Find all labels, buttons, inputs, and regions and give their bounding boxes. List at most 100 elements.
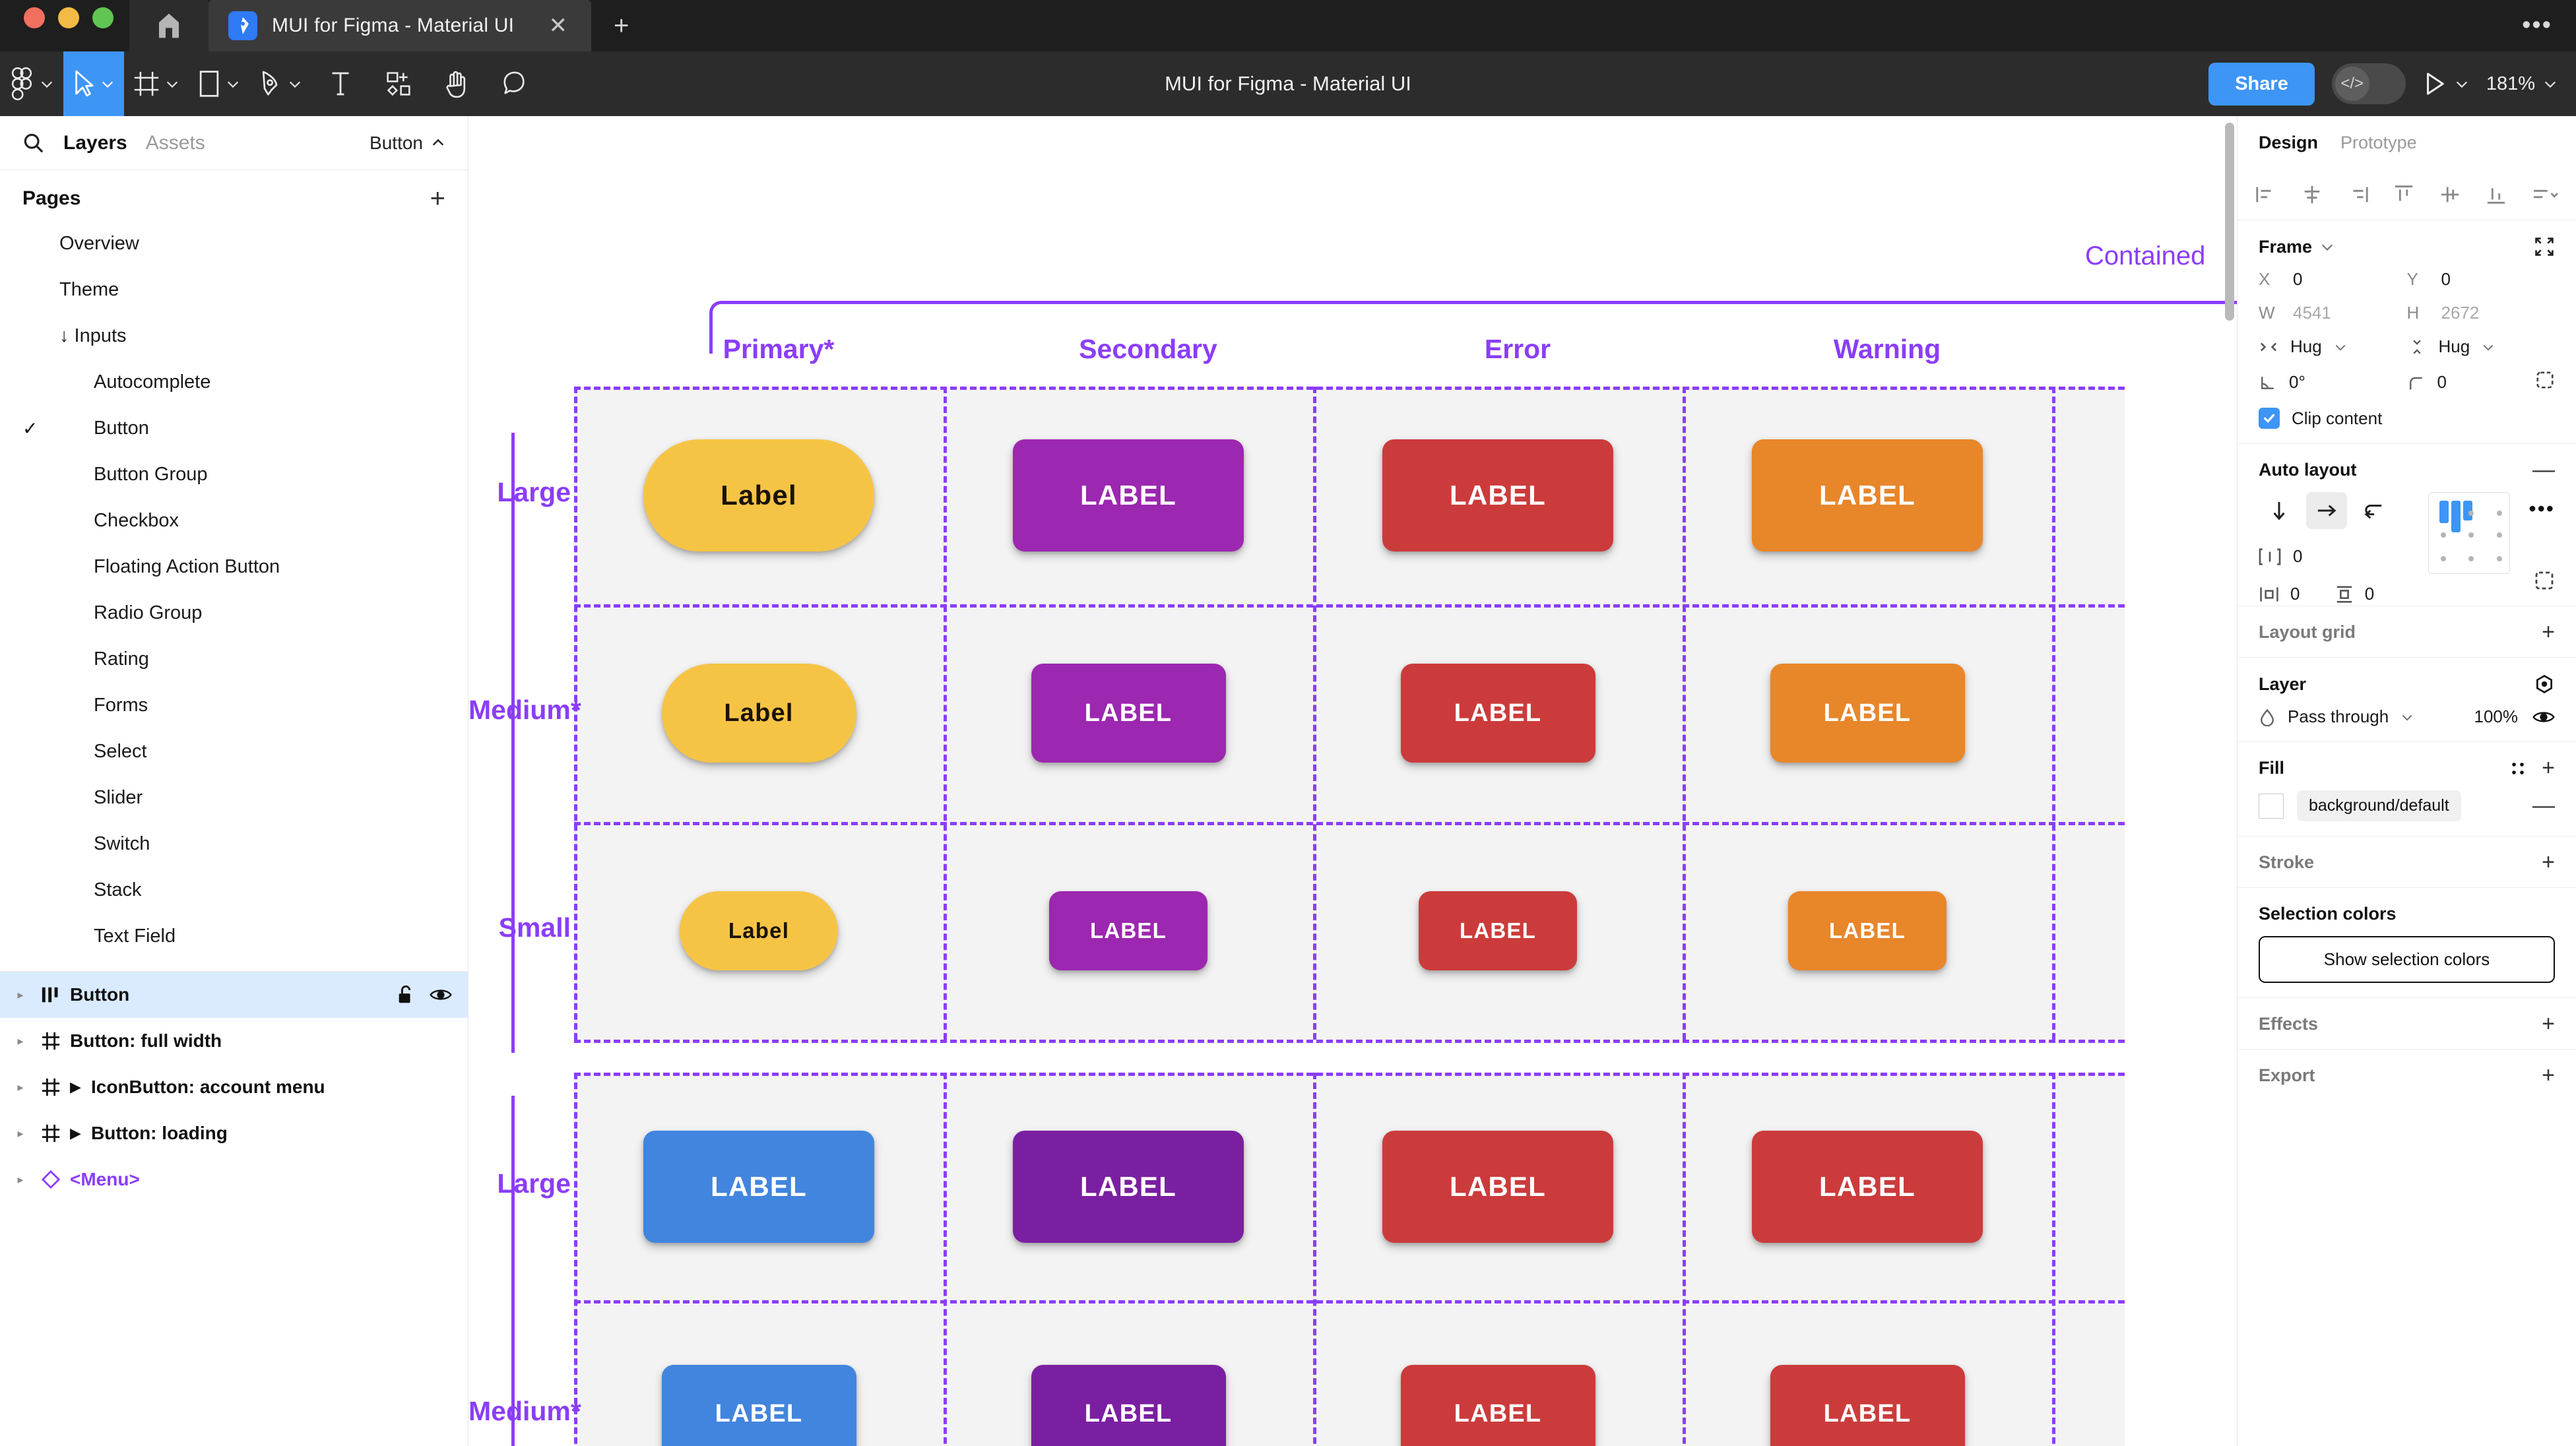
add-effect-button[interactable]: +: [2542, 1011, 2555, 1036]
direction-vertical-button[interactable]: [2259, 492, 2300, 529]
add-stroke-button[interactable]: +: [2542, 849, 2555, 875]
material-button[interactable]: LABEL: [1400, 1364, 1595, 1446]
add-export-button[interactable]: +: [2542, 1062, 2555, 1088]
minimize-window-button[interactable]: [58, 7, 79, 28]
independent-corners-icon[interactable]: [2535, 370, 2555, 390]
material-button[interactable]: LABEL: [1049, 891, 1208, 970]
comment-tool-icon[interactable]: [486, 51, 544, 116]
padding-horizontal-field[interactable]: 0: [2259, 584, 2334, 604]
pen-tool-icon[interactable]: [249, 51, 311, 116]
page-item[interactable]: Theme: [0, 267, 468, 313]
fill-style-name[interactable]: background/default: [2297, 790, 2461, 821]
align-top-icon[interactable]: [2393, 183, 2415, 206]
canvas-scrollbar[interactable]: [2225, 123, 2234, 321]
expand-caret-icon[interactable]: ▸: [17, 1172, 24, 1186]
show-selection-colors-button[interactable]: Show selection colors: [2259, 936, 2555, 983]
material-button[interactable]: LABEL: [1400, 664, 1595, 763]
page-selector[interactable]: Button: [370, 133, 445, 154]
browser-menu-icon[interactable]: •••: [2522, 11, 2552, 39]
material-button[interactable]: LABEL: [1031, 664, 1226, 763]
page-item[interactable]: Rating: [0, 636, 468, 682]
align-bottom-icon[interactable]: [2485, 183, 2507, 206]
page-item[interactable]: Text Field: [0, 913, 468, 959]
layer-row[interactable]: ▸Button: [0, 972, 468, 1018]
align-horizontal-center-icon[interactable]: [2301, 183, 2323, 206]
window-controls[interactable]: [0, 0, 129, 51]
auto-layout-more-button[interactable]: •••: [2528, 497, 2555, 520]
tab-design[interactable]: Design: [2259, 132, 2319, 152]
tab-assets[interactable]: Assets: [145, 131, 205, 154]
blend-mode-field[interactable]: Pass through: [2259, 707, 2474, 727]
hand-tool-icon[interactable]: [428, 51, 486, 116]
material-button[interactable]: LABEL: [1013, 1130, 1244, 1243]
y-field[interactable]: Y 0: [2407, 269, 2556, 290]
page-item[interactable]: ✓Button: [0, 405, 468, 451]
padding-vertical-field[interactable]: 0: [2334, 584, 2410, 604]
expand-caret-icon[interactable]: ▸: [17, 988, 24, 1001]
auto-layout-alignment-pad[interactable]: [2428, 492, 2511, 574]
page-item[interactable]: Checkbox: [0, 497, 468, 544]
tab-layers[interactable]: Layers: [63, 131, 127, 154]
remove-auto-layout-button[interactable]: —: [2532, 457, 2555, 482]
zoom-level-selector[interactable]: 181%: [2486, 73, 2558, 95]
present-button[interactable]: [2423, 71, 2469, 96]
fill-styles-icon[interactable]: [2509, 759, 2527, 778]
page-item[interactable]: Switch: [0, 821, 468, 867]
add-layout-grid-button[interactable]: +: [2542, 619, 2555, 644]
nested-expand-icon[interactable]: ▶: [70, 1125, 81, 1141]
material-button[interactable]: LABEL: [1013, 439, 1244, 551]
material-button[interactable]: LABEL: [643, 1130, 874, 1243]
layer-row[interactable]: ▸▶Button: loading: [0, 1110, 468, 1156]
material-button[interactable]: LABEL: [1788, 891, 1947, 970]
corner-radius-field[interactable]: 0: [2407, 370, 2556, 394]
frame-tool-icon[interactable]: [124, 51, 189, 116]
close-window-button[interactable]: [24, 7, 45, 28]
figma-menu-icon[interactable]: [0, 51, 63, 116]
material-button[interactable]: LABEL: [1382, 1130, 1613, 1243]
material-button[interactable]: LABEL: [1770, 1364, 1965, 1446]
direction-horizontal-button[interactable]: [2306, 492, 2347, 529]
material-button[interactable]: LABEL: [661, 1364, 856, 1446]
align-left-icon[interactable]: [2255, 183, 2277, 206]
search-icon[interactable]: [22, 132, 45, 154]
width-field[interactable]: W 4541: [2259, 303, 2407, 323]
nested-expand-icon[interactable]: ▶: [70, 1079, 81, 1095]
page-item[interactable]: Button Group: [0, 451, 468, 497]
page-item[interactable]: Select: [0, 728, 468, 774]
material-button[interactable]: LABEL: [1770, 664, 1965, 763]
add-page-button[interactable]: +: [430, 184, 445, 213]
page-item[interactable]: Autocomplete: [0, 359, 468, 405]
close-tab-icon[interactable]: ✕: [548, 13, 568, 38]
align-vertical-center-icon[interactable]: [2439, 183, 2461, 206]
layer-row[interactable]: ▸Button: full width: [0, 1018, 468, 1064]
rotation-field[interactable]: 0°: [2259, 372, 2407, 393]
material-button[interactable]: LABEL: [1752, 439, 1983, 551]
material-button[interactable]: LABEL: [1752, 1130, 1983, 1243]
layer-row[interactable]: ▸▶IconButton: account menu: [0, 1064, 468, 1110]
independent-padding-icon[interactable]: [2534, 570, 2555, 591]
visibility-icon[interactable]: [430, 986, 452, 1003]
height-field[interactable]: H 2672: [2407, 303, 2556, 323]
move-tool-icon[interactable]: [63, 51, 124, 116]
page-item[interactable]: Radio Group: [0, 590, 468, 636]
chevron-down-icon[interactable]: [2320, 239, 2334, 254]
material-button[interactable]: Label: [680, 891, 838, 970]
width-mode-field[interactable]: Hug: [2259, 336, 2407, 357]
page-item[interactable]: Floating Action Button: [0, 544, 468, 590]
height-mode-field[interactable]: Hug: [2407, 336, 2556, 357]
page-item[interactable]: Stack: [0, 867, 468, 913]
page-item[interactable]: Overview: [0, 220, 468, 267]
resize-to-fit-icon[interactable]: [2534, 236, 2555, 257]
align-right-icon[interactable]: [2347, 183, 2369, 206]
gap-field[interactable]: 0: [2259, 546, 2410, 567]
share-button[interactable]: Share: [2208, 62, 2315, 106]
distribute-menu-icon[interactable]: [2531, 183, 2559, 206]
direction-wrap-button[interactable]: [2354, 492, 2395, 529]
expand-caret-icon[interactable]: ▸: [17, 1126, 24, 1140]
layer-visibility-icon[interactable]: [2532, 708, 2555, 726]
page-item[interactable]: Forms: [0, 682, 468, 728]
frame-name-label[interactable]: Contained: [2085, 241, 2206, 270]
opacity-value[interactable]: 100%: [2474, 707, 2519, 726]
material-button[interactable]: LABEL: [1382, 439, 1613, 551]
layer-styles-icon[interactable]: [2534, 674, 2555, 695]
